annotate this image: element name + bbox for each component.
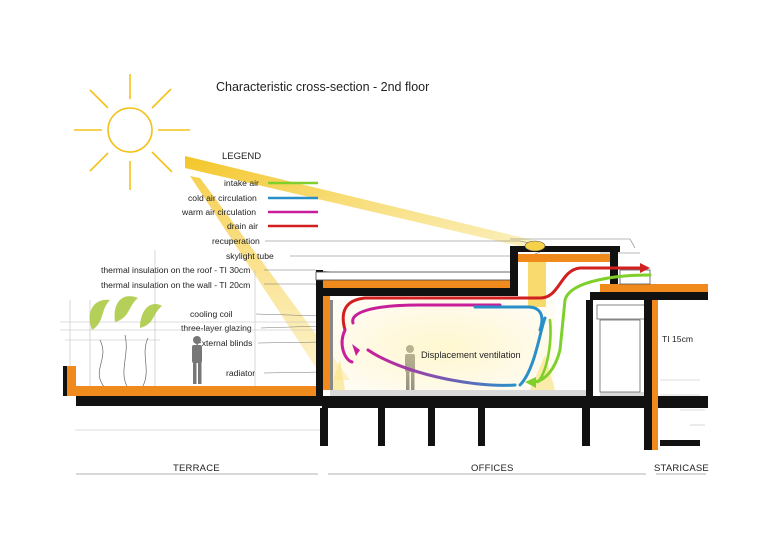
legend-label-drain: drain air — [227, 221, 258, 231]
light-beam-skylight — [185, 156, 536, 250]
label-ti-wall: thermal insulation on the wall - TI 20cm — [101, 280, 250, 290]
zone-label-offices: OFFICES — [471, 463, 514, 474]
legend-label-cold: cold air circulation — [188, 193, 257, 203]
partition-wall — [586, 300, 593, 398]
zone-label-staircase: STARICASE — [654, 463, 709, 474]
ti-staircase-label: TI 15cm — [662, 334, 693, 344]
skylight-tube — [528, 262, 546, 307]
office-roof-insulation — [323, 280, 515, 288]
raised-roof-wall — [510, 250, 518, 296]
label-radiator: radiator — [226, 368, 255, 378]
callout-leaders — [255, 313, 323, 374]
label-ti-roof: thermal insulation on the roof - TI 30cm — [101, 265, 250, 275]
warm-air-path — [366, 348, 517, 387]
terrace-slab — [76, 396, 322, 406]
person-icon-terrace — [192, 336, 202, 384]
office-interior — [330, 300, 555, 395]
label-blinds: External blinds — [196, 338, 252, 348]
sun-icon — [74, 74, 190, 190]
office-west-wall — [316, 270, 323, 400]
airflow-arrows — [340, 263, 652, 388]
intake-air-path — [533, 273, 652, 384]
legend-heading: LEGEND — [222, 151, 261, 162]
terrace-slab-insulation — [76, 386, 322, 396]
drain-air-path — [341, 266, 642, 332]
displacement-label: Displacement ventilation — [421, 350, 521, 360]
legend-label-warm: warm air circulation — [181, 207, 256, 217]
label-recuperation: recuperation — [212, 236, 260, 246]
label-skylight-tube: skylight tube — [226, 251, 274, 261]
floor-slab — [322, 396, 708, 408]
zone-label-terrace: TERRACE — [173, 463, 220, 474]
legend-label-intake: intake air — [224, 178, 259, 188]
skylight-dome — [524, 240, 546, 252]
columns — [320, 408, 656, 448]
office-roof — [316, 288, 516, 296]
label-glazing: three-layer glazing — [181, 323, 252, 333]
light-beam-window — [190, 176, 350, 380]
label-cooling-coil: cooling coil — [190, 309, 233, 319]
diagram-title: Characteristic cross-section - 2nd floor — [216, 80, 429, 94]
staircase-wall — [644, 300, 652, 450]
displacement-light — [330, 360, 345, 390]
terrace-parapet — [66, 366, 76, 396]
plant-illustration — [89, 296, 162, 389]
background-context — [60, 250, 705, 431]
cold-air-path — [473, 305, 544, 332]
